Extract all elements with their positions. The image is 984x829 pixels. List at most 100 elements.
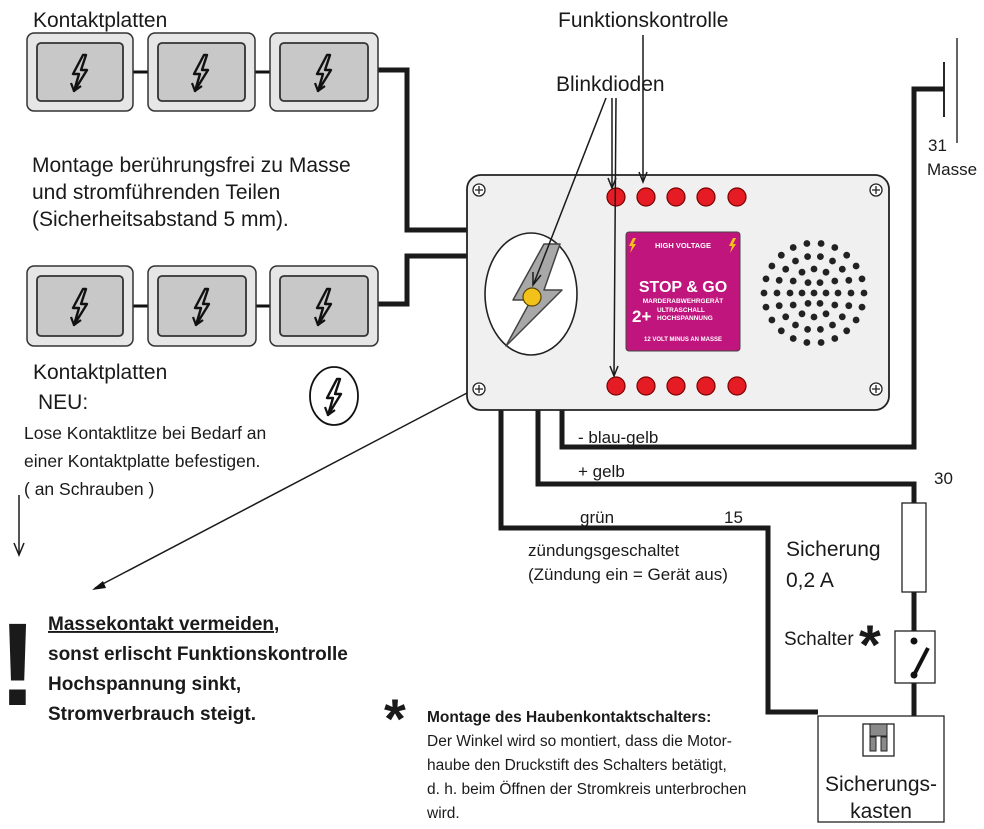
led [666, 376, 686, 396]
speaker-hole [804, 326, 811, 333]
speaker-hole [768, 316, 776, 324]
label-switch: Schalter [784, 629, 854, 650]
pointer-line [533, 97, 607, 284]
mounting-line-1: Montage berührungsfrei zu Masse [32, 154, 351, 177]
new-line-3: ( an Schrauben ) [24, 479, 154, 499]
led [636, 187, 656, 207]
warning-line-3: Hochspannung sinkt, [48, 674, 241, 695]
speaker-hole [760, 289, 768, 297]
led [727, 376, 747, 396]
pointer-arrow-head [92, 581, 106, 590]
speaker-hole [792, 257, 799, 265]
led [666, 187, 686, 207]
label-blink-diodes: Blinkdioden [556, 73, 665, 96]
speaker-hole [803, 339, 811, 346]
wire-blue-yellow [559, 86, 944, 450]
speaker-hole [858, 275, 866, 283]
warning-block: ! Massekontakt vermeiden, sonst erlischt… [0, 599, 348, 731]
warning-line-1: Massekontakt vermeiden, [48, 614, 279, 635]
contact-plate [26, 265, 134, 347]
blink-diodes-top [606, 187, 747, 207]
label-wire-blue-yellow: - blau-gelb [578, 428, 658, 447]
label-high-tension: HOCHSPANNUNG [657, 315, 713, 322]
contact-plate [269, 32, 379, 112]
speaker-hole [816, 300, 824, 307]
speaker-hole [822, 268, 830, 276]
label-terminal-30: 30 [934, 469, 953, 488]
pointer-line [94, 392, 468, 589]
contact-plate [147, 265, 257, 347]
label-model: 2+ [632, 307, 651, 326]
speaker-hole [810, 313, 818, 321]
label-wire-green: grün [580, 508, 614, 527]
contact-plates-top [26, 32, 379, 112]
fuse-icon [862, 723, 895, 757]
pointer-arrow-head [532, 272, 542, 288]
label-contact-plates-top: Kontaktplatten [33, 9, 167, 32]
speaker-hole [831, 301, 839, 309]
speaker-hole [762, 303, 770, 311]
ground-icon [943, 38, 958, 143]
speaker-hole [789, 301, 797, 309]
label-ground: Masse [927, 160, 977, 179]
speaker-hole [803, 240, 811, 247]
wire-yellow [535, 408, 917, 503]
speaker-hole [847, 289, 855, 297]
wires [8, 67, 944, 716]
speaker-hole [843, 327, 851, 335]
pointer-arrow-head [13, 542, 25, 557]
speaker-grille [760, 240, 868, 346]
pointer-lines [13, 35, 648, 590]
note-block: * Montage des Haubenkontaktschalters: De… [384, 687, 746, 822]
speaker-hole [798, 268, 806, 276]
speaker-hole [810, 289, 818, 297]
note-line-3: d. h. beim Öffnen der Stromkreis unterbr… [427, 780, 746, 798]
speaker-hole [860, 289, 868, 297]
led [696, 187, 716, 207]
label-terminal-15: 15 [724, 508, 743, 527]
note-line-1: Der Winkel wird so montiert, dass die Mo… [427, 733, 732, 750]
loose-contact-symbol [309, 366, 359, 426]
speaker-hole [777, 251, 785, 259]
warning-mark: ! [0, 599, 37, 731]
mounting-line-3: (Sicherheitsabstand 5 mm). [32, 208, 289, 231]
speaker-hole [845, 276, 853, 284]
speaker-hole [829, 321, 836, 329]
speaker-hole [831, 277, 839, 285]
new-line-2: einer Kontaktplatte befestigen. [24, 451, 260, 471]
label-function-control: Funktionskontrolle [558, 9, 728, 32]
speaker-hole [852, 316, 860, 324]
wire-top-plates [378, 67, 468, 233]
asterisk-icon: * [859, 613, 881, 676]
speaker-hole [817, 253, 824, 260]
speaker-hole [816, 279, 824, 286]
label-fusebox-2: kasten [850, 800, 912, 823]
label-ignition-note: (Zündung ein = Gerät aus) [528, 565, 728, 584]
speaker-hole [775, 302, 783, 310]
speaker-hole [817, 326, 824, 333]
pointer-arrow-head [609, 365, 619, 379]
led [636, 376, 656, 396]
speaker-hole [789, 277, 797, 285]
led [696, 376, 716, 396]
contact-plate [147, 32, 256, 112]
high-voltage-icon [629, 238, 636, 253]
speaker-hole [834, 289, 842, 297]
speaker-hole [817, 339, 825, 346]
label-terminal-31: 31 [928, 136, 947, 155]
label-type: MARDERABWEHRGERÄT [643, 297, 724, 305]
speaker-hole [804, 279, 812, 286]
speaker-hole [858, 303, 866, 311]
label-high-voltage: HIGH VOLTAGE [655, 241, 711, 250]
speaker-hole [829, 257, 836, 265]
high-voltage-icon [729, 238, 736, 253]
screw [472, 183, 486, 197]
contact-plate [269, 265, 379, 347]
speaker-hole [804, 253, 811, 260]
led [606, 376, 626, 396]
label-contact-plates-bottom: Kontaktplatten [33, 361, 167, 384]
speaker-hole [786, 289, 794, 297]
high-voltage-icon [484, 232, 578, 356]
fuse-icon [901, 502, 927, 593]
note-title: Montage des Haubenkontaktschalters: [427, 709, 711, 726]
